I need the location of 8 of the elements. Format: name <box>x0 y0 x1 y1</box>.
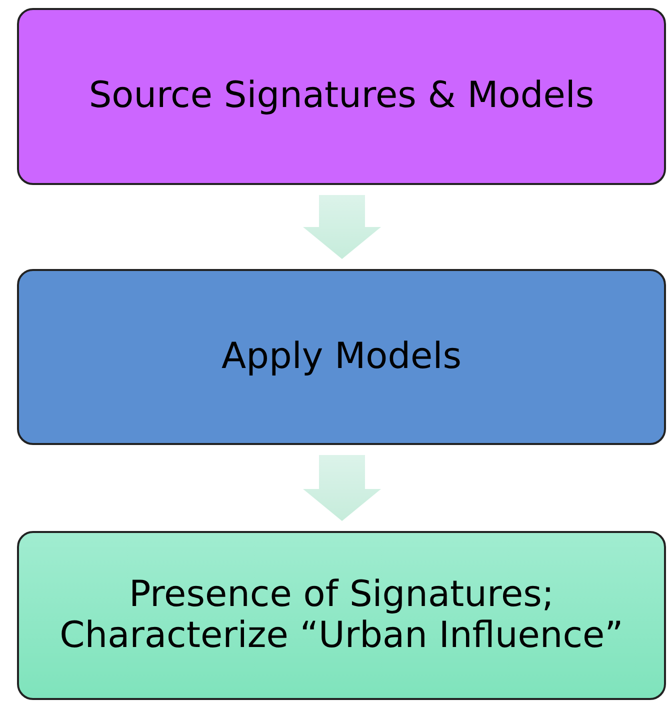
process-box <box>17 8 666 185</box>
box-label: Presence of Signatures; Characterize “Urban Influence” <box>58 575 624 656</box>
block-arrow <box>303 455 381 521</box>
process-box <box>17 269 666 445</box>
process-box <box>17 531 666 700</box>
box-label: Apply Models <box>222 336 462 378</box>
box-label: Source Signatures & Models <box>88 76 594 117</box>
block-arrow <box>303 195 381 259</box>
